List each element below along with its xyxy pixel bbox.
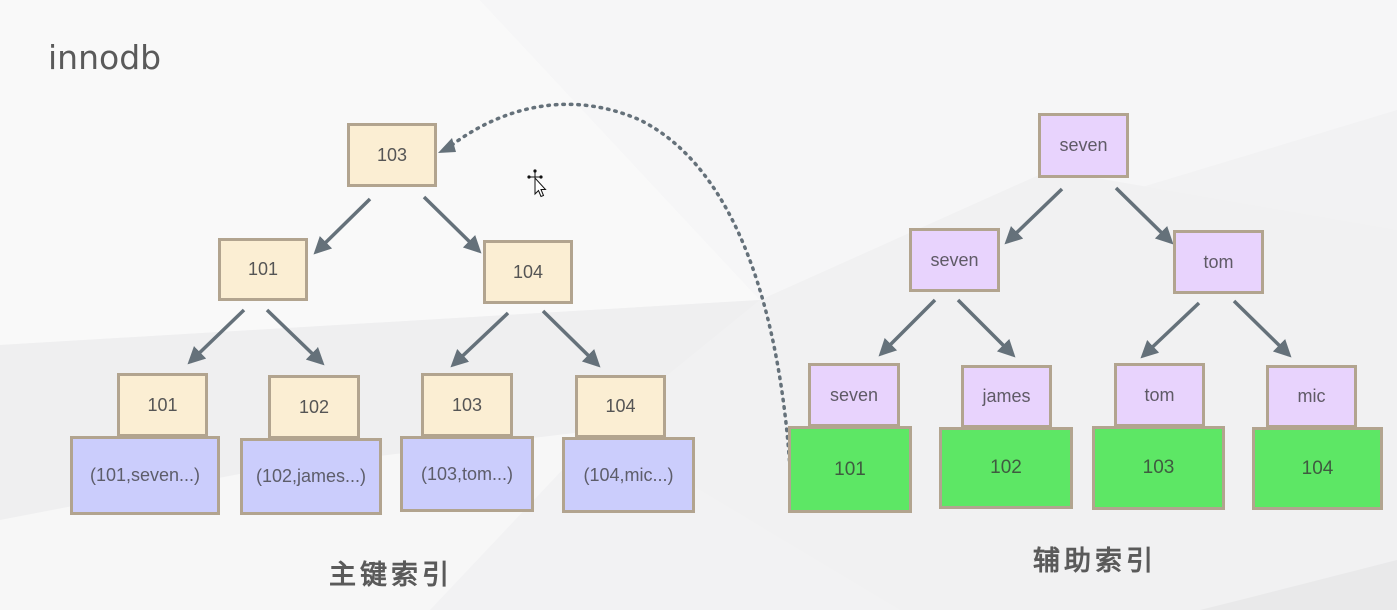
secondary-leaf-key: james bbox=[961, 365, 1052, 428]
secondary-leaf-key: seven bbox=[808, 363, 900, 427]
primary-leaf-row: (102,james...) bbox=[240, 438, 382, 515]
slide-title: innodb bbox=[48, 38, 162, 77]
secondary-leaf-pk: 103 bbox=[1092, 426, 1225, 510]
secondary-leaf-pk: 102 bbox=[939, 427, 1073, 509]
secondary-internal-node: seven bbox=[909, 228, 1000, 292]
primary-root-node: 103 bbox=[347, 123, 437, 187]
primary-leaf-key: 103 bbox=[421, 373, 513, 437]
secondary-leaf-key: mic bbox=[1266, 365, 1357, 428]
primary-internal-node: 101 bbox=[218, 238, 308, 301]
primary-leaf-key: 101 bbox=[117, 373, 208, 437]
secondary-root-node: seven bbox=[1038, 113, 1129, 178]
move-cursor-icon bbox=[527, 169, 547, 198]
secondary-internal-node: tom bbox=[1173, 230, 1264, 294]
secondary-leaf-pk: 104 bbox=[1252, 427, 1383, 510]
primary-leaf-row: (104,mic...) bbox=[562, 437, 695, 513]
primary-leaf-row: (103,tom...) bbox=[400, 436, 534, 512]
secondary-leaf-key: tom bbox=[1114, 363, 1205, 427]
primary-internal-node: 104 bbox=[483, 240, 573, 304]
secondary-index-caption: 辅助索引 bbox=[1033, 546, 1157, 577]
primary-leaf-key: 104 bbox=[575, 375, 666, 438]
secondary-leaf-pk: 101 bbox=[788, 426, 912, 513]
primary-leaf-row: (101,seven...) bbox=[70, 436, 220, 515]
primary-index-caption: 主键索引 bbox=[329, 560, 453, 591]
primary-leaf-key: 102 bbox=[268, 375, 360, 439]
